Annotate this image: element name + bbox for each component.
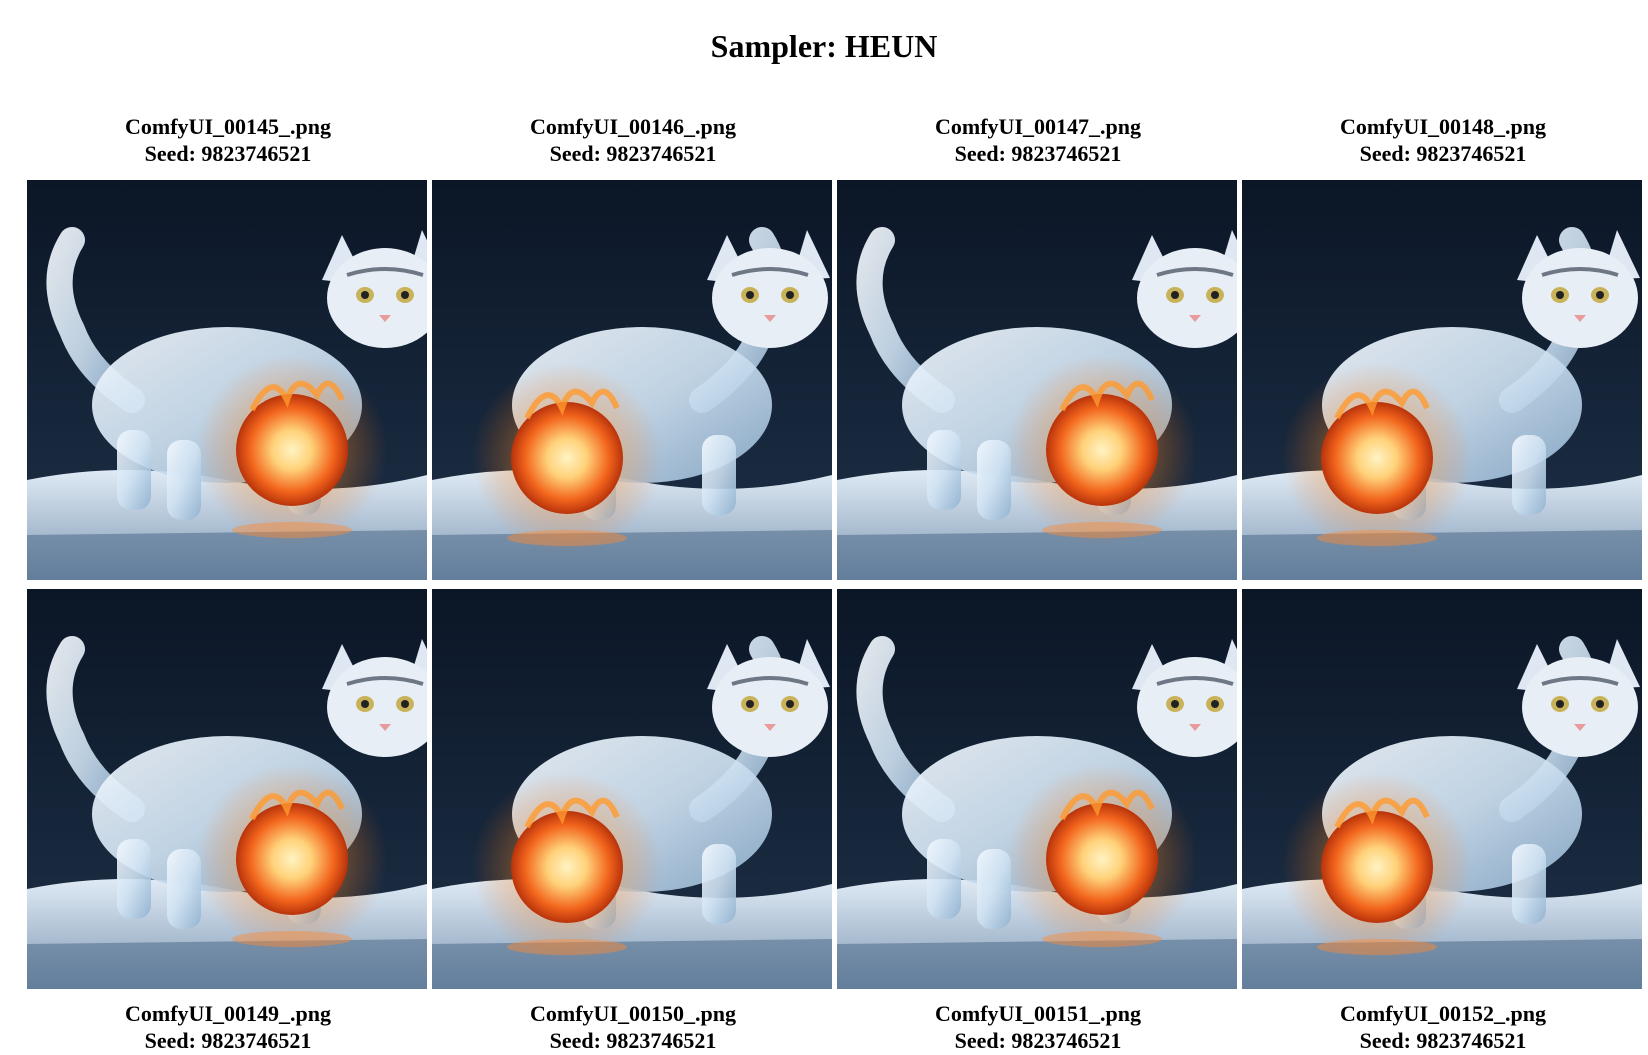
image-caption: ComfyUI_00149_.png Seed: 9823746521 xyxy=(26,1000,430,1054)
generated-image[interactable] xyxy=(1242,180,1642,580)
image-caption: ComfyUI_00148_.png Seed: 9823746521 xyxy=(1241,113,1645,167)
generated-image[interactable] xyxy=(837,180,1237,580)
image-caption: ComfyUI_00150_.png Seed: 9823746521 xyxy=(431,1000,835,1054)
page-title: Sampler: HEUN xyxy=(710,28,938,64)
generated-image[interactable] xyxy=(432,589,832,989)
image-seed: Seed: 9823746521 xyxy=(1359,141,1527,166)
image-seed: Seed: 9823746521 xyxy=(954,141,1122,166)
image-caption: ComfyUI_00146_.png Seed: 9823746521 xyxy=(431,113,835,167)
image-filename: ComfyUI_00150_.png xyxy=(530,1001,736,1026)
image-seed: Seed: 9823746521 xyxy=(1359,1028,1527,1053)
image-filename: ComfyUI_00151_.png xyxy=(935,1001,1141,1026)
image-caption: ComfyUI_00151_.png Seed: 9823746521 xyxy=(836,1000,1240,1054)
image-filename: ComfyUI_00152_.png xyxy=(1340,1001,1546,1026)
generated-image[interactable] xyxy=(27,589,427,989)
generated-image[interactable] xyxy=(837,589,1237,989)
image-seed: Seed: 9823746521 xyxy=(549,1028,717,1053)
generated-image[interactable] xyxy=(27,180,427,580)
image-seed: Seed: 9823746521 xyxy=(954,1028,1122,1053)
image-filename: ComfyUI_00145_.png xyxy=(125,114,331,139)
image-filename: ComfyUI_00147_.png xyxy=(935,114,1141,139)
image-seed: Seed: 9823746521 xyxy=(549,141,717,166)
image-seed: Seed: 9823746521 xyxy=(144,1028,312,1053)
image-caption: ComfyUI_00152_.png Seed: 9823746521 xyxy=(1241,1000,1645,1054)
image-caption: ComfyUI_00147_.png Seed: 9823746521 xyxy=(836,113,1240,167)
generated-image[interactable] xyxy=(432,180,832,580)
image-filename: ComfyUI_00149_.png xyxy=(125,1001,331,1026)
generated-image[interactable] xyxy=(1242,589,1642,989)
image-filename: ComfyUI_00146_.png xyxy=(530,114,736,139)
image-caption: ComfyUI_00145_.png Seed: 9823746521 xyxy=(26,113,430,167)
image-filename: ComfyUI_00148_.png xyxy=(1340,114,1546,139)
image-seed: Seed: 9823746521 xyxy=(144,141,312,166)
